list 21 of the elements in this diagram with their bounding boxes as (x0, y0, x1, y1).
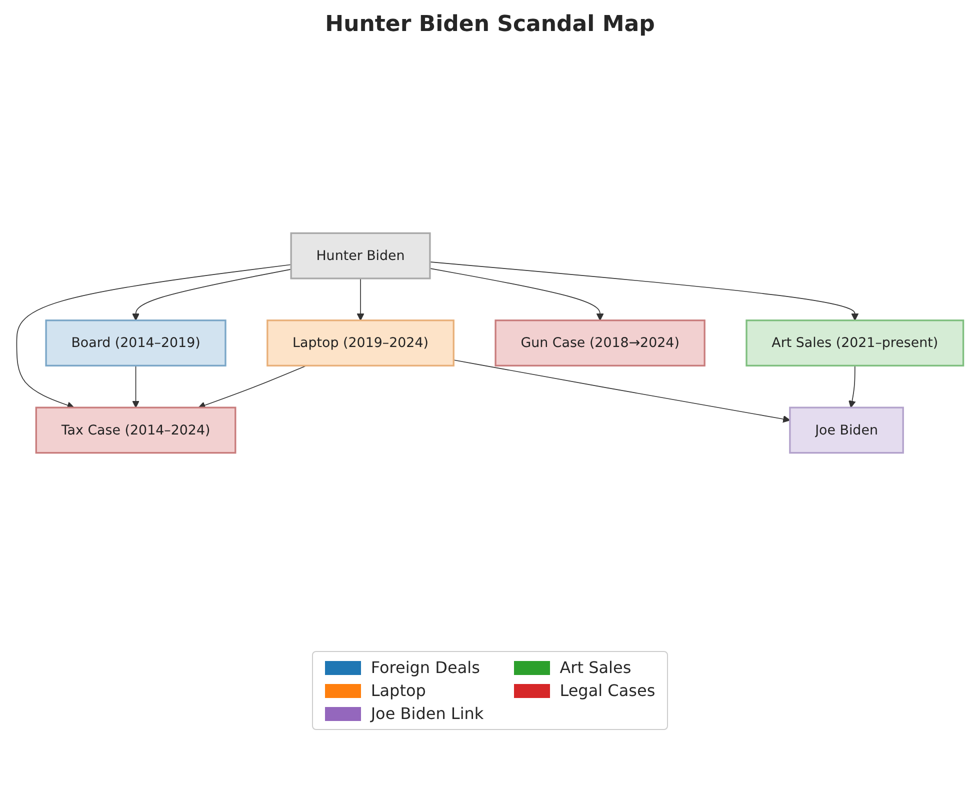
arrow (453, 360, 790, 423)
node-box: Laptop (2019–2024) (266, 320, 454, 366)
node-box: Gun Case (2018→2024) (494, 320, 706, 366)
diagram-title: Hunter Biden Scandal Map (324, 12, 656, 37)
node-box: Board (2014–2019) (45, 320, 226, 366)
legend-label: Legal Cases (560, 681, 656, 700)
legend-label: Foreign Deals (370, 658, 480, 677)
node-box: Art Sales (2021–present) (746, 320, 964, 366)
arrow (132, 365, 140, 408)
arrow (132, 268, 292, 321)
arrow (848, 365, 856, 408)
arrow (16, 264, 292, 409)
node-box: Tax Case (2014–2024) (35, 406, 236, 454)
arrow (356, 278, 364, 321)
arrow (430, 268, 604, 321)
node-box: Hunter Biden (290, 232, 431, 280)
legend-label: Laptop (370, 681, 426, 700)
legend-label: Joe Biden Link (370, 704, 484, 723)
arrow (430, 262, 859, 321)
arrow (198, 365, 307, 409)
legend-label: Art Sales (560, 658, 632, 677)
